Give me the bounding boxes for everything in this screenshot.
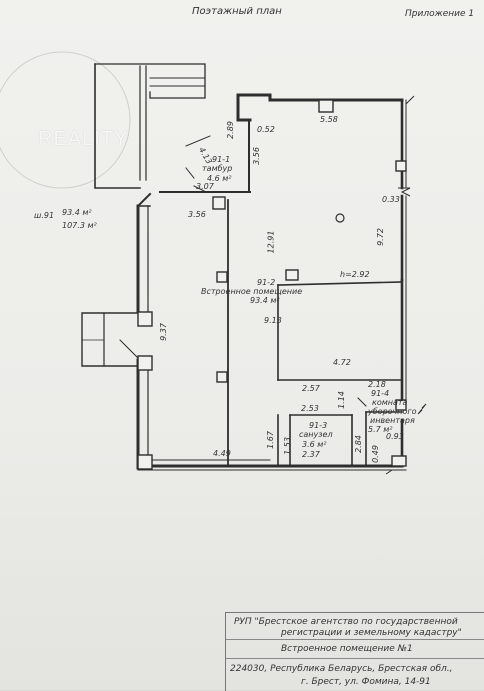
room-91-4-name-2: уборочного bbox=[368, 407, 417, 416]
dim-3-56-h: 3.56 bbox=[188, 210, 206, 219]
dim-3-07: 3.07 bbox=[196, 182, 214, 191]
dim-4-49: 4.49 bbox=[213, 449, 231, 458]
dim-2-37: 2.37 bbox=[302, 450, 320, 459]
room-91-2-area: 93.4 м² bbox=[250, 296, 280, 305]
dim-1-14: 1.14 bbox=[336, 391, 346, 409]
dim-12-91: 12.91 bbox=[266, 230, 276, 254]
room-91-4-name-1: комната bbox=[372, 398, 408, 407]
plan-walls bbox=[81, 63, 407, 471]
room-91-4-area: 5.7 м² bbox=[368, 425, 393, 434]
dim-2-84: 2.84 bbox=[353, 435, 363, 453]
summary-area-1: 93.4 м² bbox=[62, 208, 92, 217]
dim-4-72: 4.72 bbox=[333, 358, 351, 367]
summary-area-2: 107.3 м² bbox=[62, 221, 97, 230]
room-91-4-name-3: инвентаря bbox=[370, 416, 415, 425]
plan-columns bbox=[137, 99, 407, 470]
dim-0-49: 0.49 bbox=[370, 445, 380, 463]
dim-9-37: 9.37 bbox=[158, 323, 168, 341]
dim-9-72: 9.72 bbox=[375, 228, 385, 246]
stamp-address-1: 224030, Республика Беларусь, Брестская о… bbox=[230, 664, 453, 674]
dim-0-93: 0.93 bbox=[386, 432, 404, 441]
dim-0-33: 0.33 bbox=[382, 195, 400, 204]
dim-1-67: 1.67 bbox=[265, 431, 275, 449]
room-91-3-name: санузел bbox=[299, 430, 333, 439]
stamp-object: Встроенное помещение №1 bbox=[281, 644, 413, 654]
appendix-label: Приложение 1 bbox=[405, 9, 475, 19]
lamp-symbol bbox=[335, 213, 345, 223]
plan-title: Поэтажный план bbox=[192, 6, 282, 17]
room-91-2-name: Встроенное помещение bbox=[201, 287, 303, 296]
watermark-logo: REALITY bbox=[38, 128, 129, 150]
room-91-1-number: 91-1 bbox=[212, 155, 231, 164]
dim-2-57: 2.57 bbox=[302, 384, 320, 393]
room-91-3-area: 3.6 м² bbox=[302, 440, 327, 449]
dim-h-2-92: h=2.92 bbox=[340, 270, 370, 279]
title-block: РУП "Брестское агентство по государствен… bbox=[225, 612, 484, 691]
seal-outline bbox=[0, 51, 131, 189]
dim-2-89: 2.89 bbox=[225, 121, 235, 139]
room-91-2-number: 91-2 bbox=[257, 278, 276, 287]
dim-5-58: 5.58 bbox=[320, 115, 338, 124]
wall-break-marks bbox=[380, 95, 427, 475]
summary-unit: ш.91 bbox=[34, 211, 55, 220]
room-91-1-area: 4.6 м² bbox=[207, 174, 232, 183]
dim-2-53: 2.53 bbox=[301, 404, 319, 413]
stamp-org-line-2: регистрации и земельному кадастру" bbox=[281, 628, 462, 638]
stamp-org-line-1: РУП "Брестское агентство по государствен… bbox=[234, 617, 458, 627]
dim-9-13: 9.13 bbox=[264, 316, 282, 325]
dim-0-52: 0.52 bbox=[257, 125, 275, 134]
room-91-4-number: 91-4 bbox=[371, 389, 390, 398]
room-91-1-name: тамбур bbox=[202, 164, 233, 173]
room-91-3-number: 91-3 bbox=[309, 421, 328, 430]
dim-3-56-v: 3.56 bbox=[251, 147, 261, 165]
dim-1-53: 1.53 bbox=[282, 437, 292, 455]
dim-2-18: 2.18 bbox=[368, 380, 386, 389]
stamp-address-2: г. Брест, ул. Фомина, 14-91 bbox=[301, 677, 431, 687]
